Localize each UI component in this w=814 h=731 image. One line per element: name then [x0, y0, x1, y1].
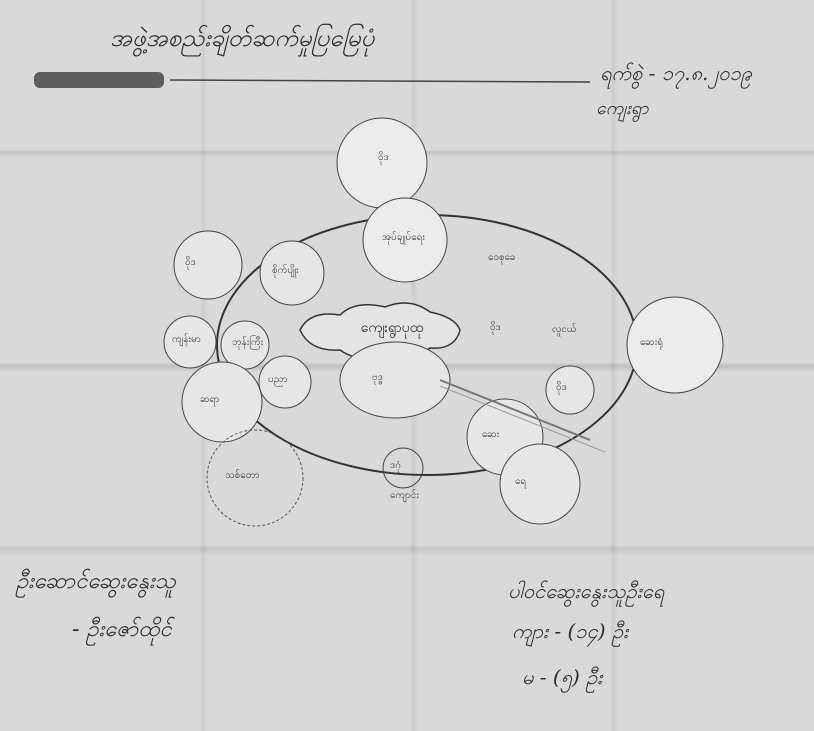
node-circle — [339, 341, 451, 419]
node-circle — [163, 315, 217, 369]
facilitator-label: ဦးဆောင်ဆွေးနွေးသူ — [16, 569, 176, 594]
node-label: ဝေစုခေ — [488, 252, 515, 265]
node-circle — [626, 296, 724, 394]
participants-male: ကျား - (၁၄) ဦး — [512, 619, 629, 643]
connector-line — [439, 385, 606, 453]
node-label: ဝိုဒ — [185, 255, 196, 270]
stakeholder-nodes: ဝိုဒ အုပ်ချုပ်ရေး ဝေစုခေ ဆေးရုံ ဝိုဒ စို… — [163, 117, 724, 527]
node-circle — [336, 117, 428, 209]
facilitator-name: - ဦးဇော်ထိုင် — [72, 617, 172, 642]
node-label: ဝိုဒ — [378, 150, 389, 165]
node-circle — [362, 197, 448, 283]
node-label: ဆရာ — [200, 394, 220, 407]
node-label: ကျန်းမာ — [172, 332, 201, 347]
map-title: အဖွဲ့အစည်းချိတ်ဆက်မှုပြမြေပုံ — [110, 24, 375, 52]
node-label: ရေ — [515, 476, 526, 489]
node-label: ဒဂုံ — [390, 460, 401, 473]
node-label: အုပ်ချုပ်ရေး — [382, 230, 425, 245]
node-circle — [382, 447, 424, 489]
node-circle — [173, 230, 243, 300]
node-circle — [206, 429, 304, 527]
participants-female: မ - (၅) ဦး — [522, 665, 603, 689]
node-label: ဝိုဒ — [556, 380, 567, 395]
node-label: ပညာ — [268, 374, 287, 387]
node-label: လူငယ် — [552, 322, 577, 337]
date-text: ရက်စွဲ - ၁၇.၈.၂၀၁၉ — [600, 61, 752, 85]
node-label: ကျောင်း — [390, 488, 419, 503]
node-label: သစ်တော — [225, 468, 260, 481]
node-label: ဘုန်းကြီး — [232, 334, 264, 350]
header-underline — [169, 79, 591, 83]
node-label: ဝိုဒ — [490, 320, 501, 335]
participants-label: ပါဝင်ဆွေးနွေးသူဦးရေ — [508, 579, 665, 603]
center-label: ကျေးရွာပုထု — [361, 320, 424, 338]
node-label: ဆေး — [482, 429, 500, 440]
node-label: ဗုဒ္ဓ — [372, 372, 383, 385]
node-circle — [259, 240, 325, 306]
location-text: ကျေးရွာ — [596, 98, 649, 119]
crossed-out-text — [34, 72, 164, 88]
node-circle — [499, 443, 581, 525]
connector-line — [439, 379, 591, 441]
node-label: ဆေးရုံ — [640, 337, 663, 350]
node-label: စိုက်ပျိုး — [272, 263, 299, 278]
node-circle — [545, 365, 595, 415]
node-circle — [181, 361, 263, 443]
node-circle — [258, 355, 312, 409]
